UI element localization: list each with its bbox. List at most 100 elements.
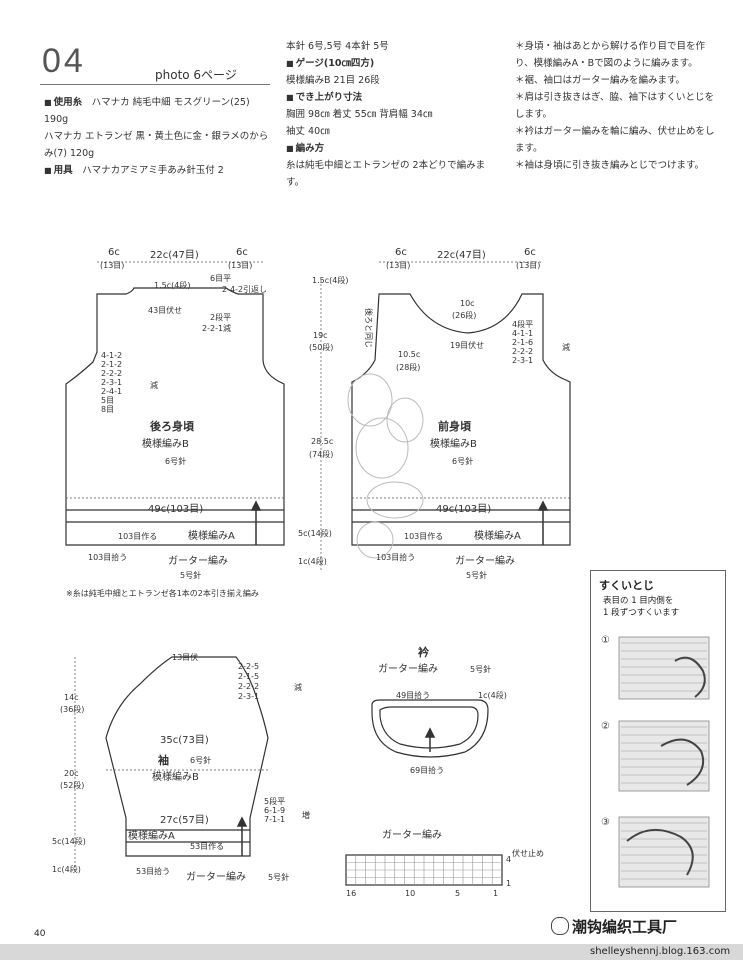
sleeve-outline bbox=[105, 656, 269, 857]
step-1-yarn bbox=[674, 656, 706, 698]
note-5: ＊袖は身頃に引き抜き編みとじでつけます。 bbox=[515, 160, 705, 171]
chart-col-16: 16 bbox=[346, 889, 356, 898]
yarn-heading: 使用糸 bbox=[44, 97, 82, 108]
decor-cactus-sketch bbox=[347, 373, 424, 559]
back-top-mid: 22c(47目) bbox=[150, 250, 199, 261]
back-shoulder-rows: 2-4-2引返し bbox=[222, 285, 267, 294]
collar-garter: ガーター編み bbox=[378, 662, 438, 675]
pattern-number: 04 bbox=[42, 42, 86, 80]
method-text: 糸は純毛中細とエトランゼの 2本どりで編みます。 bbox=[286, 160, 486, 188]
front-dec-item-3: 2-2-2 bbox=[512, 347, 533, 356]
page-number: 40 bbox=[34, 929, 46, 939]
collar-pickup-bottom: 69目拾う bbox=[410, 765, 444, 775]
front-width: 49c(103目) bbox=[436, 504, 491, 515]
sleeve-width-bottom: 27c(57目) bbox=[160, 815, 209, 826]
chart-col-5: 5 bbox=[455, 889, 460, 898]
mid-d2-rows: (50段) bbox=[309, 342, 333, 352]
back-top-right-sts: (13目) bbox=[228, 261, 252, 270]
sleeve-dec-list: 2-2-52-1-52-2-22-3-1 bbox=[238, 662, 259, 701]
back-pickup: 103目拾う bbox=[88, 552, 127, 562]
note-2: ＊裾、袖口はガーター編みを編みます。 bbox=[515, 75, 686, 86]
mattress-stitch-box: すくいとじ 表目の 1 目内側を 1 段ずつすくいます ① ② ③ bbox=[590, 570, 726, 912]
yarn-text-2: ハマナカ エトランゼ 黒・黄土色に金・銀ラメのからみ(7) 120g bbox=[44, 131, 269, 159]
step-3-yarn bbox=[626, 829, 694, 876]
back-pattern: 模様編みB bbox=[142, 437, 189, 450]
back-arrow-head bbox=[250, 500, 262, 511]
front-dec-item-2: 2-1-6 bbox=[512, 338, 533, 347]
front-pickup: 103目拾う bbox=[376, 552, 415, 562]
watermark-text: 潮钩编织工具厂 bbox=[572, 918, 678, 936]
front-pattern-a: 模様編みA bbox=[474, 529, 521, 542]
chart-title: ガーター編み bbox=[382, 828, 442, 841]
sleeve-inc-label: 増 bbox=[302, 810, 310, 820]
back-title: 後ろ身頃 bbox=[150, 419, 195, 433]
sleeve-dec-item-2: 2-2-2 bbox=[238, 682, 259, 691]
sleeve-needle: 6号針 bbox=[190, 755, 211, 765]
front-garter-needle: 5号針 bbox=[466, 570, 487, 580]
stitch-box-desc-1: 表目の 1 目内側を bbox=[603, 596, 674, 606]
front-same-as-back: 後ろと同じ bbox=[364, 308, 374, 348]
front-top-right: 6c bbox=[524, 247, 536, 258]
back-neck-2: 2-2-1減 bbox=[202, 323, 231, 333]
collar-height: 1c(4段) bbox=[478, 690, 507, 700]
collar-inner bbox=[379, 706, 479, 749]
front-dec-item-1: 4-1-1 bbox=[512, 329, 533, 338]
step-1-marker: ① bbox=[601, 635, 610, 646]
back-dec-item-0: 4-1-2 bbox=[101, 351, 122, 360]
sleeve-pickup: 53目拾う bbox=[136, 866, 170, 876]
sleeve-cap-h: 14c bbox=[64, 693, 79, 702]
sleeve-inc-item-2: 7-1-1 bbox=[264, 815, 285, 824]
stitch-box-title: すくいとじ bbox=[599, 579, 654, 592]
front-armhole-rows: (28段) bbox=[396, 362, 420, 372]
front-garter: ガーター編み bbox=[455, 554, 515, 567]
sleeve-dec-item-3: 2-3-1 bbox=[238, 692, 259, 701]
collar-pickup-top: 49目拾う bbox=[396, 690, 430, 700]
back-top-left-sts: (13目) bbox=[100, 261, 124, 270]
chart-col-10: 10 bbox=[405, 889, 415, 898]
back-dec-label: 減 bbox=[150, 380, 158, 390]
sleeve-title: 袖 bbox=[158, 753, 169, 767]
sleeve-cast-on: 53目作る bbox=[190, 841, 224, 851]
stitch-illustrations: ① ② ③ bbox=[601, 635, 710, 888]
back-needle: 6号針 bbox=[165, 456, 186, 466]
collar-needle: 5号針 bbox=[470, 664, 491, 674]
front-bind-off: 19目伏せ bbox=[450, 340, 484, 350]
back-neck-1: 2段平 bbox=[210, 312, 231, 322]
back-dec-item-6: 8目 bbox=[101, 405, 114, 414]
sleeve-cap-rows: (36段) bbox=[60, 704, 84, 714]
back-top-right: 6c bbox=[236, 247, 248, 258]
stitch-box-desc-2: 1 段ずつすくいます bbox=[603, 608, 680, 618]
back-top-left: 6c bbox=[108, 247, 120, 258]
front-neck-depth: 10c bbox=[460, 299, 475, 308]
yarn-text-1: ハマナカ 純毛中細 モスグリーン(25) 190g bbox=[44, 97, 250, 125]
front-neck-depth-rows: (26段) bbox=[452, 310, 476, 320]
back-dec-item-1: 2-1-2 bbox=[101, 360, 122, 369]
wechat-icon bbox=[551, 917, 569, 935]
stitch-box-desc: 表目の 1 目内側を 1 段ずつすくいます bbox=[603, 595, 679, 619]
front-needle: 6号針 bbox=[452, 456, 473, 466]
back-pattern-a: 模様編みA bbox=[188, 529, 235, 542]
back-bind-off: 43目伏せ bbox=[148, 305, 182, 315]
needles-text: 本針 6号,5号 4本針 5号 bbox=[286, 41, 389, 52]
collar-arrow-head bbox=[424, 727, 436, 738]
mid-d2: 19c bbox=[313, 331, 328, 340]
note-1: ＊身頃・袖はあとから解ける作り目で目を作り、模様編みA・Bで図のように編みます。 bbox=[515, 41, 706, 69]
footer-bar bbox=[0, 944, 743, 960]
header-rule bbox=[40, 84, 270, 85]
sleeve-inc-item-1: 6-1-9 bbox=[264, 806, 285, 815]
sleeve-dec-item-1: 2-1-5 bbox=[238, 672, 259, 681]
front-top-left-sts: (13目) bbox=[386, 261, 410, 270]
sleeve-garter: ガーター編み bbox=[186, 870, 246, 883]
back-dec-item-2: 2-2-2 bbox=[101, 369, 122, 378]
back-body-outline bbox=[65, 287, 285, 546]
front-top-left: 6c bbox=[395, 247, 407, 258]
tools-text: ハマナカアミアミ手あみ針玉付 2 bbox=[82, 165, 224, 176]
size-text-2: 袖丈 40㎝ bbox=[286, 126, 330, 137]
back-garter-needle: 5号針 bbox=[180, 570, 201, 580]
materials-column: 使用糸 ハマナカ 純毛中細 モスグリーン(25) 190g ハマナカ エトランゼ… bbox=[44, 94, 274, 179]
gauge-column: 本針 6号,5号 4本針 5号 ゲージ(10㎝四方) 模様編みB 21目 26段… bbox=[286, 38, 496, 191]
sleeve-inc-item-0: 5段平 bbox=[264, 796, 285, 806]
